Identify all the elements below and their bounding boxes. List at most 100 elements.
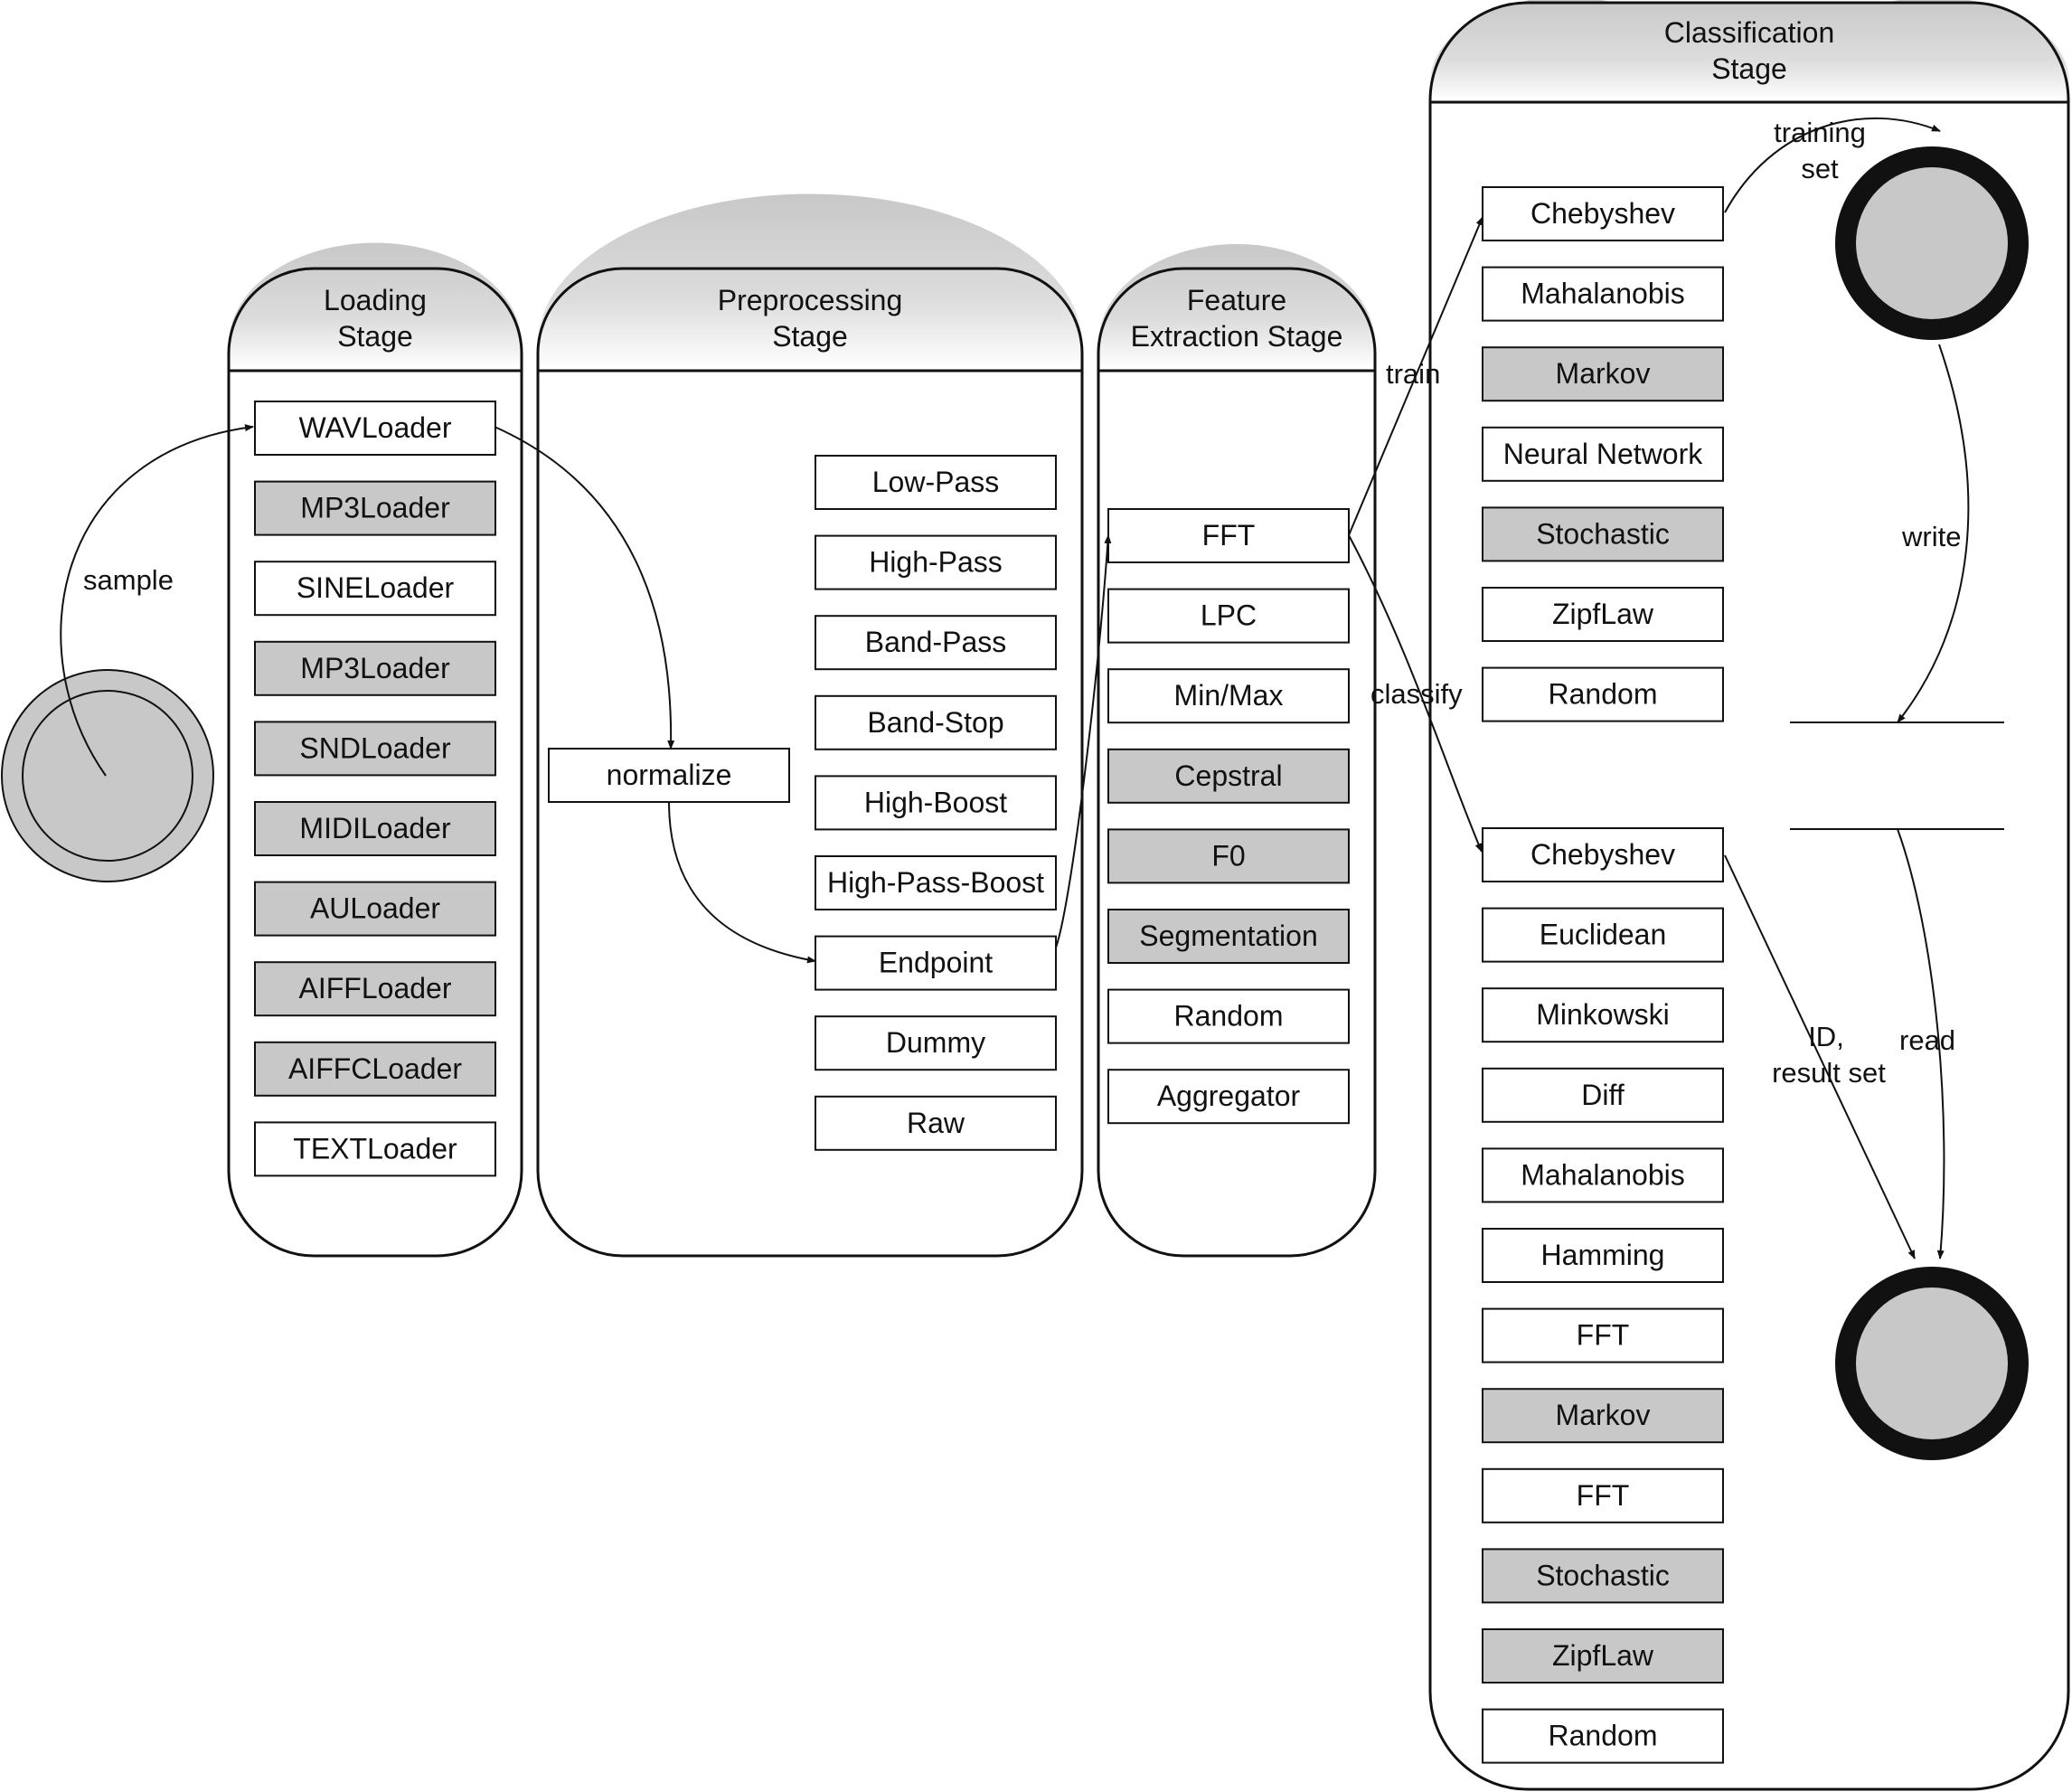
training-set-label-line2: set xyxy=(1801,153,1839,184)
classify-classifier-item-box-rect xyxy=(1482,1467,1724,1523)
preprocessing-item-box: High-Pass-Boost xyxy=(815,855,1057,910)
classify-classifier-item-box-rect xyxy=(1482,827,1724,882)
preprocessing-item-label: Band-Pass xyxy=(865,626,1007,658)
classify-classifier-item-box: ZipfLaw xyxy=(1482,1628,1724,1684)
feature-item-label: Segmentation xyxy=(1139,920,1317,952)
classify-classifier-item-box-rect xyxy=(1482,1548,1724,1604)
training-classifier-item-box-rect xyxy=(1482,587,1724,642)
classification-stage-title-line1: Classification xyxy=(1664,16,1835,49)
classify-classifier-item-label: FFT xyxy=(1577,1479,1630,1512)
classify-classifier-item-box: Mahalanobis xyxy=(1482,1147,1724,1203)
feature-item-box: Segmentation xyxy=(1107,909,1350,964)
loader-item-box-rect xyxy=(254,801,496,856)
read-label: read xyxy=(1899,1024,1955,1056)
classify-classifier-item-box: Stochastic xyxy=(1482,1548,1724,1604)
loader-item-label: TEXTLoader xyxy=(293,1132,457,1165)
training-classifier-item-box: ZipfLaw xyxy=(1482,587,1724,642)
training-classifier-item-box: Mahalanobis xyxy=(1482,266,1724,322)
feature-item-label: LPC xyxy=(1201,599,1257,632)
training-classifier-item-box-rect xyxy=(1482,186,1724,241)
feature-item-label: FFT xyxy=(1202,519,1256,552)
preprocessing-item-box: Band-Stop xyxy=(815,694,1057,750)
loader-item-label: MP3Loader xyxy=(300,652,450,684)
classification-stage-lane: Classification Stage xyxy=(1428,0,2070,1791)
preprocessing-item-box-rect xyxy=(815,775,1057,831)
feature-item-box-rect xyxy=(1107,988,1350,1044)
loader-item-label: MP3Loader xyxy=(300,492,450,524)
classify-classifier-item-label: FFT xyxy=(1577,1319,1630,1352)
preprocessing-item-label: Band-Stop xyxy=(867,706,1003,739)
classify-classifier-item-label: Minkowski xyxy=(1536,998,1670,1031)
loading-stage-items: WAVLoaderMP3LoaderSINELoaderMP3LoaderSND… xyxy=(254,401,496,1177)
feature-item-box: F0 xyxy=(1107,828,1350,884)
initial-state-node xyxy=(1,669,214,882)
training-classifier-item-box: Chebyshev xyxy=(1482,186,1724,241)
feature-stage-title-line2: Extraction Stage xyxy=(1131,320,1343,353)
preprocessing-item-box: Dummy xyxy=(815,1015,1057,1071)
loader-item-box-rect xyxy=(254,881,496,937)
preprocessing-item-box-rect xyxy=(815,1015,1057,1071)
preprocessing-item-box: Endpoint xyxy=(815,935,1057,991)
loader-item-box-rect xyxy=(254,640,496,696)
training-classifier-item-label: Neural Network xyxy=(1503,438,1704,470)
sample-label: sample xyxy=(83,564,174,596)
classify-classifier-item-box: Euclidean xyxy=(1482,907,1724,963)
loader-item-label: AIFFCLoader xyxy=(288,1052,462,1085)
classify-classifier-item-box-rect xyxy=(1482,1708,1724,1764)
classify-classifier-item-box: Markov xyxy=(1482,1388,1724,1444)
normalize-box: normalize xyxy=(548,748,790,803)
feature-item-box-rect xyxy=(1107,588,1350,644)
feature-item-box: Random xyxy=(1107,988,1350,1044)
endpoint-to-fft-edge xyxy=(1055,534,1112,948)
id-result-label-line1: ID, xyxy=(1808,1021,1844,1052)
preprocessing-item-label: High-Pass-Boost xyxy=(827,866,1044,899)
loader-item-label: SNDLoader xyxy=(299,731,451,764)
preprocessing-stage-title-line2: Stage xyxy=(772,320,848,353)
classify-classifier-item-box: Chebyshev xyxy=(1482,827,1724,882)
training-classifier-item-label: Markov xyxy=(1556,357,1651,390)
training-classifier-item-label: Stochastic xyxy=(1536,517,1670,550)
feature-item-label: Min/Max xyxy=(1174,679,1284,712)
loader-item-box: AIFFLoader xyxy=(254,961,496,1017)
feature-item-box: LPC xyxy=(1107,588,1350,644)
preprocessing-item-box-rect xyxy=(815,534,1057,590)
classify-classifier-item-box-rect xyxy=(1482,1147,1724,1203)
preprocessing-item-label: High-Pass xyxy=(869,546,1003,579)
feature-item-box-rect xyxy=(1107,748,1350,804)
classification-stage-title-line2: Stage xyxy=(1711,52,1787,85)
loading-stage-header-fill xyxy=(229,242,522,369)
training-set-label-line1: training xyxy=(1774,117,1866,148)
classify-classifier-item-label: Stochastic xyxy=(1536,1559,1670,1591)
normalize-to-endpoint-edge xyxy=(668,801,816,964)
read-edge xyxy=(1897,828,1945,1259)
loader-item-box: AULoader xyxy=(254,881,496,937)
preprocessing-item-box: Low-Pass xyxy=(815,455,1057,510)
feature-item-box-rect xyxy=(1107,909,1350,964)
classify-classifier-item-box: Hamming xyxy=(1482,1228,1724,1283)
preprocessing-item-label: Raw xyxy=(907,1107,965,1139)
classification-stage-border xyxy=(1428,1,2070,1791)
classify-classifier-item-label: Hamming xyxy=(1541,1239,1665,1271)
classification-stage-header-fill xyxy=(1429,0,2070,101)
training-classifier-item-box: Stochastic xyxy=(1482,506,1724,562)
preprocessing-item-box-rect xyxy=(815,1095,1057,1151)
classify-classifier-item-label: ZipfLaw xyxy=(1552,1639,1654,1672)
loader-item-box: WAVLoader xyxy=(254,401,496,456)
loader-item-box: AIFFCLoader xyxy=(254,1041,496,1097)
loading-stage-lane: Loading Stage xyxy=(227,242,523,1258)
feature-item-label: Aggregator xyxy=(1157,1080,1301,1112)
final-state-node xyxy=(1835,1267,2029,1460)
preprocessing-stage-border xyxy=(536,267,1084,1258)
classify-classifier-item-label: Random xyxy=(1549,1720,1658,1752)
training-classifier-item-box-rect xyxy=(1482,506,1724,562)
preprocessing-item-label: High-Boost xyxy=(864,786,1007,818)
feature-item-box-rect xyxy=(1107,508,1350,563)
feature-stage-header-fill xyxy=(1098,244,1375,369)
wav-to-normalize-edge xyxy=(494,426,675,750)
preprocessing-item-box-rect xyxy=(815,694,1057,750)
classify-classifier-item-box-rect xyxy=(1482,907,1724,963)
write-label: write xyxy=(1901,521,1961,552)
classify-classifier-item-box: Diff xyxy=(1482,1067,1724,1123)
